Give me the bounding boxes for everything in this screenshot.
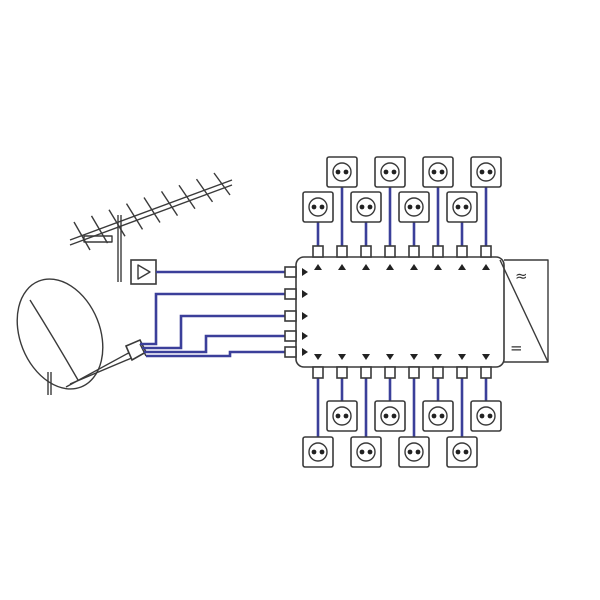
output-arrow-down xyxy=(362,354,370,360)
satellite-dish-icon xyxy=(16,278,135,395)
wall-socket-icon xyxy=(398,436,430,468)
wall-socket-icon xyxy=(374,156,406,188)
output-arrow-up xyxy=(338,264,346,270)
wall-socket-icon xyxy=(350,436,382,468)
output-arrow-down xyxy=(386,354,394,360)
output-arrow-up xyxy=(410,264,418,270)
yagi-element xyxy=(143,197,161,223)
wall-socket-icon xyxy=(422,400,454,432)
coax-cables xyxy=(140,187,488,437)
output-arrow-down xyxy=(314,354,322,360)
output-port-top xyxy=(312,245,324,258)
output-port-top xyxy=(360,245,372,258)
ac-symbol: ≈ xyxy=(515,267,528,285)
lnb-cable-3 xyxy=(144,334,285,354)
yagi-element xyxy=(125,203,144,230)
output-arrow-up xyxy=(362,264,370,270)
yagi-element xyxy=(213,172,231,196)
yagi-element xyxy=(108,209,126,237)
wall-socket-icon xyxy=(374,400,406,432)
wall-socket-icon xyxy=(302,191,334,223)
lnb-cable-4 xyxy=(146,350,285,358)
input-arrow xyxy=(302,268,308,276)
power-supply-icon: ≈ = xyxy=(499,259,549,363)
wall-socket-icon xyxy=(350,191,382,223)
output-port-bottom xyxy=(456,366,468,379)
input-arrow xyxy=(302,312,308,320)
output-port-top xyxy=(384,245,396,258)
wall-socket-icon xyxy=(422,156,454,188)
lnb-cable-2 xyxy=(142,314,285,350)
wall-socket-icon xyxy=(398,191,430,223)
input-port xyxy=(284,330,297,342)
output-port-top xyxy=(480,245,492,258)
output-port-bottom xyxy=(336,366,348,379)
output-arrow-down xyxy=(410,354,418,360)
output-arrow-up xyxy=(458,264,466,270)
yagi-element xyxy=(160,190,179,217)
lnb-cable-1 xyxy=(140,292,285,346)
wall-socket-icon xyxy=(326,156,358,188)
amplifier-icon xyxy=(130,259,157,285)
output-arrow-down xyxy=(434,354,442,360)
multiswitch xyxy=(284,245,505,379)
output-arrow-down xyxy=(482,354,490,360)
wall-socket-icon xyxy=(470,400,502,432)
output-arrow-up xyxy=(482,264,490,270)
output-port-top xyxy=(456,245,468,258)
input-port xyxy=(284,346,297,358)
output-port-top xyxy=(408,245,420,258)
output-arrow-down xyxy=(458,354,466,360)
output-arrow-up xyxy=(434,264,442,270)
yagi-element xyxy=(73,221,91,251)
yagi-antenna-icon xyxy=(69,172,233,282)
wall-socket-icon xyxy=(470,156,502,188)
output-port-bottom xyxy=(480,366,492,379)
output-port-bottom xyxy=(384,366,396,379)
yagi-element xyxy=(90,215,109,244)
yagi-element xyxy=(195,178,214,203)
dc-symbol: = xyxy=(510,339,523,357)
output-port-bottom xyxy=(360,366,372,379)
wall-socket-icon xyxy=(326,400,358,432)
output-arrow-up xyxy=(314,264,322,270)
input-port xyxy=(284,310,297,322)
wall-socket-icon xyxy=(446,191,478,223)
output-port-bottom xyxy=(312,366,324,379)
output-arrow-down xyxy=(338,354,346,360)
output-port-bottom xyxy=(432,366,444,379)
output-port-bottom xyxy=(408,366,420,379)
input-arrow xyxy=(302,290,308,298)
output-arrow-up xyxy=(386,264,394,270)
input-arrow xyxy=(302,332,308,340)
input-port xyxy=(284,288,297,300)
wall-socket-icon xyxy=(302,436,334,468)
output-port-top xyxy=(336,245,348,258)
yagi-element xyxy=(178,184,196,210)
input-arrow xyxy=(302,348,308,356)
wall-socket-icon xyxy=(446,436,478,468)
output-port-top xyxy=(432,245,444,258)
input-port xyxy=(284,266,297,278)
